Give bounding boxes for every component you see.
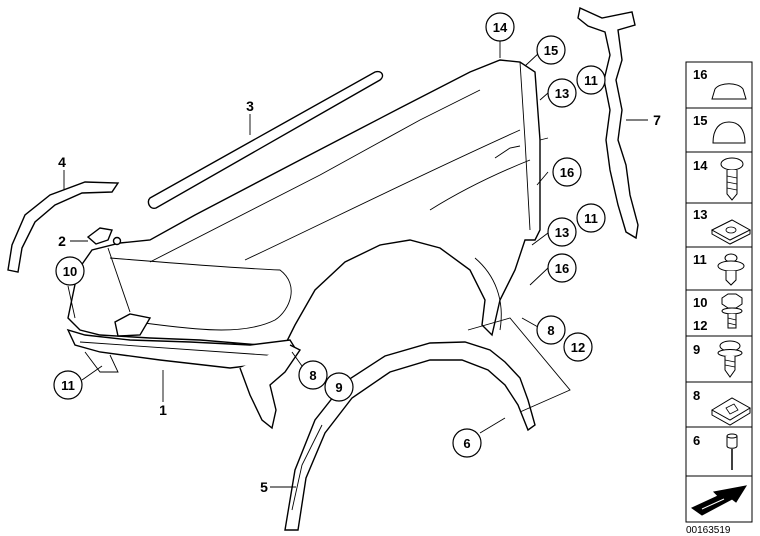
callout-label: 6 — [463, 436, 470, 451]
panel-row-14: 14 — [693, 157, 744, 201]
panel-row-9: 9 — [693, 340, 743, 378]
callout-label: 13 — [555, 225, 569, 240]
reference-lines — [467, 317, 571, 413]
parts-panel: 16 15 14 13 — [685, 61, 753, 523]
panel-label: 14 — [693, 158, 708, 173]
callout-label: 11 — [61, 378, 75, 393]
panel-label: 15 — [693, 113, 707, 128]
fender-part — [66, 59, 549, 430]
callout-10: 10 — [55, 256, 85, 286]
panel-row-16: 16 — [693, 67, 747, 100]
callout-13-lower: 13 — [547, 217, 577, 247]
panel-label-secondary: 12 — [693, 318, 707, 333]
panel-label: 13 — [693, 207, 707, 222]
cap-dome-flat-icon — [711, 83, 747, 100]
seal-strip-part — [147, 70, 384, 210]
panel-label: 11 — [693, 252, 707, 267]
callout-label: 11 — [584, 73, 598, 88]
callout-label: 13 — [555, 86, 569, 101]
document-id: 00163519 — [686, 525, 731, 536]
leader-lines — [63, 36, 648, 488]
panel-row-11: 11 — [693, 252, 745, 286]
expanding-rivet-icon — [717, 253, 745, 286]
panel-row-8: 8 — [693, 388, 751, 426]
callout-label: 10 — [63, 264, 77, 279]
callout-13-upper: 13 — [547, 78, 577, 108]
callout-label: 8 — [547, 323, 554, 338]
label-part-3: 3 — [246, 98, 254, 114]
self-tapping-screw-icon — [717, 340, 743, 378]
label-part-2: 2 — [58, 233, 66, 249]
callout-16-upper: 16 — [552, 157, 582, 187]
panel-row-13: 13 — [693, 207, 752, 245]
callout-9: 9 — [324, 372, 354, 402]
callout-11-lower: 11 — [53, 370, 83, 400]
callout-8-left: 8 — [298, 360, 328, 390]
panel-label: 9 — [693, 342, 700, 357]
callout-label: 15 — [544, 43, 558, 58]
callout-label: 9 — [335, 380, 342, 395]
callout-label: 16 — [560, 165, 574, 180]
callout-label: 16 — [555, 261, 569, 276]
trim-piece-part — [7, 181, 120, 273]
callout-label: 11 — [584, 211, 598, 226]
arrow-direction-icon — [691, 485, 748, 516]
cap-dome-icon — [712, 121, 746, 144]
callout-14: 14 — [485, 12, 515, 42]
cover-cap-part — [86, 227, 122, 246]
panel-label: 16 — [693, 67, 707, 82]
panel-label: 10 — [693, 295, 707, 310]
panel-row-6: 6 — [693, 433, 738, 470]
label-part-5: 5 — [260, 479, 268, 495]
panel-label: 6 — [693, 433, 700, 448]
panel-row-15: 15 — [693, 113, 746, 144]
callout-11-middle: 11 — [576, 203, 606, 233]
callout-11-upper: 11 — [576, 65, 606, 95]
hex-bolt-icon — [721, 293, 743, 329]
label-part-7: 7 — [653, 112, 661, 128]
spring-nut-icon — [711, 397, 751, 426]
torx-screw-icon — [720, 157, 744, 201]
callout-label: 14 — [493, 20, 508, 35]
label-part-1: 1 — [159, 402, 167, 418]
callout-label: 12 — [571, 340, 585, 355]
callout-8-right: 8 — [536, 315, 566, 345]
label-part-4: 4 — [58, 154, 66, 170]
clip-nut-icon — [710, 219, 752, 245]
panel-row-10-12: 10 12 — [693, 293, 743, 333]
blind-rivet-icon — [726, 433, 738, 470]
bracket-strip-part — [577, 6, 639, 240]
callout-16-lower: 16 — [547, 253, 577, 283]
callout-12: 12 — [563, 332, 593, 362]
callout-6: 6 — [452, 428, 482, 458]
callout-15: 15 — [536, 35, 566, 65]
panel-label: 8 — [693, 388, 700, 403]
callout-label: 8 — [309, 368, 316, 383]
